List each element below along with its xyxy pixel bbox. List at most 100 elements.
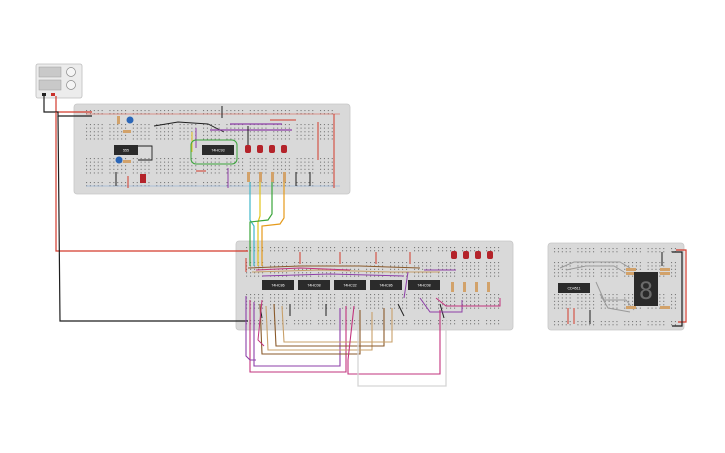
chip-row-2-body[interactable] xyxy=(298,280,330,290)
breadboard-hole xyxy=(390,300,392,302)
current-knob[interactable] xyxy=(66,80,76,90)
resistor-m1[interactable] xyxy=(451,282,454,292)
chip-decoder-body[interactable] xyxy=(558,283,590,293)
wire-black-m3[interactable] xyxy=(397,303,405,317)
chip-counter-body[interactable] xyxy=(202,145,234,155)
wire-yellow-bus[interactable] xyxy=(257,182,261,266)
chip-555-body[interactable] xyxy=(114,145,138,155)
loop-magenta-1[interactable] xyxy=(249,300,347,373)
loop-brown-2[interactable] xyxy=(273,303,385,347)
power-supply[interactable] xyxy=(35,63,83,99)
resistor-7[interactable] xyxy=(283,172,286,182)
breadboard-hole xyxy=(342,320,344,322)
wire-magenta-m2[interactable] xyxy=(435,297,501,307)
wire-black-top-1[interactable] xyxy=(153,121,225,133)
resistor-r1[interactable] xyxy=(626,268,636,271)
capacitor-blue-1[interactable] xyxy=(126,116,134,124)
wire-cyan-bus[interactable] xyxy=(249,182,255,266)
breadboard-hole xyxy=(206,138,208,140)
wire-green-bus[interactable] xyxy=(249,182,273,266)
wire-tan-h1[interactable] xyxy=(251,269,440,273)
led-top-4[interactable] xyxy=(281,145,287,153)
wire-purple-m4[interactable] xyxy=(403,271,409,299)
resistor-6[interactable] xyxy=(271,172,274,182)
positive-terminal[interactable] xyxy=(51,93,55,96)
resistor-m4[interactable] xyxy=(487,282,490,292)
led-main-2[interactable] xyxy=(463,251,469,259)
wire-black-to-right[interactable] xyxy=(672,251,683,327)
resistor-m2[interactable] xyxy=(463,282,466,292)
wire-black-top-2[interactable] xyxy=(138,145,153,161)
resistor-r4[interactable] xyxy=(660,272,670,275)
resistor-r2[interactable] xyxy=(626,272,636,275)
resistor-r3[interactable] xyxy=(660,268,670,271)
resistor-5[interactable] xyxy=(259,172,262,182)
bus-wires[interactable] xyxy=(249,182,285,266)
resistor-4[interactable] xyxy=(247,172,250,182)
wire-green-loop[interactable] xyxy=(190,139,238,165)
resistor-3[interactable] xyxy=(123,160,131,163)
capacitor-blue-2[interactable] xyxy=(115,156,123,164)
led-top-2[interactable] xyxy=(257,145,263,153)
breadboard-hole xyxy=(577,262,579,264)
main-board-components[interactable]: 74HC86 74HC08 74HC32 74HC86 74HC08 xyxy=(245,251,501,319)
wire-purple-h1[interactable] xyxy=(261,273,405,277)
wire-gray-r2[interactable] xyxy=(565,265,625,273)
chip-row-5-body[interactable] xyxy=(408,280,440,290)
wire-brown-h1[interactable] xyxy=(247,265,421,269)
wire-gray-r1[interactable] xyxy=(559,261,631,269)
wire-orange-bus[interactable] xyxy=(261,182,285,266)
breadboard-hole xyxy=(370,300,372,302)
chip-555-label: 555 xyxy=(123,149,129,153)
breadboard-hole xyxy=(304,124,306,126)
led-top-1[interactable] xyxy=(245,145,251,153)
loop-wires[interactable] xyxy=(245,296,447,387)
breadboard-hole xyxy=(382,320,384,322)
power-wires[interactable] xyxy=(43,96,687,327)
resistor-m3[interactable] xyxy=(475,282,478,292)
loop-magenta-3[interactable] xyxy=(257,299,265,347)
voltage-knob[interactable] xyxy=(66,67,76,77)
wire-black-supply[interactable] xyxy=(43,96,92,117)
chip-row-4-body[interactable] xyxy=(370,280,402,290)
wire-black-to-main[interactable] xyxy=(57,115,248,322)
breadboard-hole xyxy=(281,165,283,167)
chip-row-1-body[interactable] xyxy=(262,280,294,290)
chip-row-3-body[interactable] xyxy=(334,280,366,290)
resistor-r5[interactable] xyxy=(626,306,636,309)
seven-segment-display[interactable]: 8 xyxy=(634,272,658,306)
wire-red-to-main[interactable] xyxy=(55,112,248,252)
wire-gray-r3[interactable] xyxy=(595,281,635,311)
loop-purple-1[interactable] xyxy=(253,302,341,367)
resistor-1[interactable] xyxy=(117,116,120,124)
top-board-components[interactable]: 555 74HC93 xyxy=(114,106,335,188)
loop-white[interactable] xyxy=(357,310,447,387)
loop-tan-2[interactable] xyxy=(281,305,393,343)
wire-black-m4[interactable] xyxy=(439,303,445,319)
wire-gray-r4[interactable] xyxy=(599,293,631,313)
breadboard-right[interactable] xyxy=(547,242,685,331)
breadboard-hole xyxy=(616,262,618,264)
loop-magenta-2[interactable] xyxy=(347,305,441,375)
resistor-r6[interactable] xyxy=(660,306,670,309)
breadboard-hole xyxy=(312,124,314,126)
breadboard-hole xyxy=(218,138,220,140)
breadboard-hole xyxy=(97,110,99,112)
breadboard-hole xyxy=(382,250,384,252)
led-main-4[interactable] xyxy=(487,251,493,259)
led-main-3[interactable] xyxy=(475,251,481,259)
potentiometer[interactable] xyxy=(140,174,146,183)
led-main-1[interactable] xyxy=(451,251,457,259)
loop-purple-2[interactable] xyxy=(245,296,256,361)
led-top-3[interactable] xyxy=(269,145,275,153)
loop-tan-1[interactable] xyxy=(265,305,373,351)
wire-magenta-h1[interactable] xyxy=(255,267,351,271)
right-board-components[interactable]: CD4511 8 xyxy=(558,252,670,324)
resistor-2[interactable] xyxy=(123,130,131,133)
negative-terminal[interactable] xyxy=(42,93,46,96)
loop-brown-1[interactable] xyxy=(259,303,361,355)
breadboard-hole xyxy=(294,297,296,299)
breadboard-hole xyxy=(294,300,296,302)
breadboard-hole xyxy=(334,247,336,249)
